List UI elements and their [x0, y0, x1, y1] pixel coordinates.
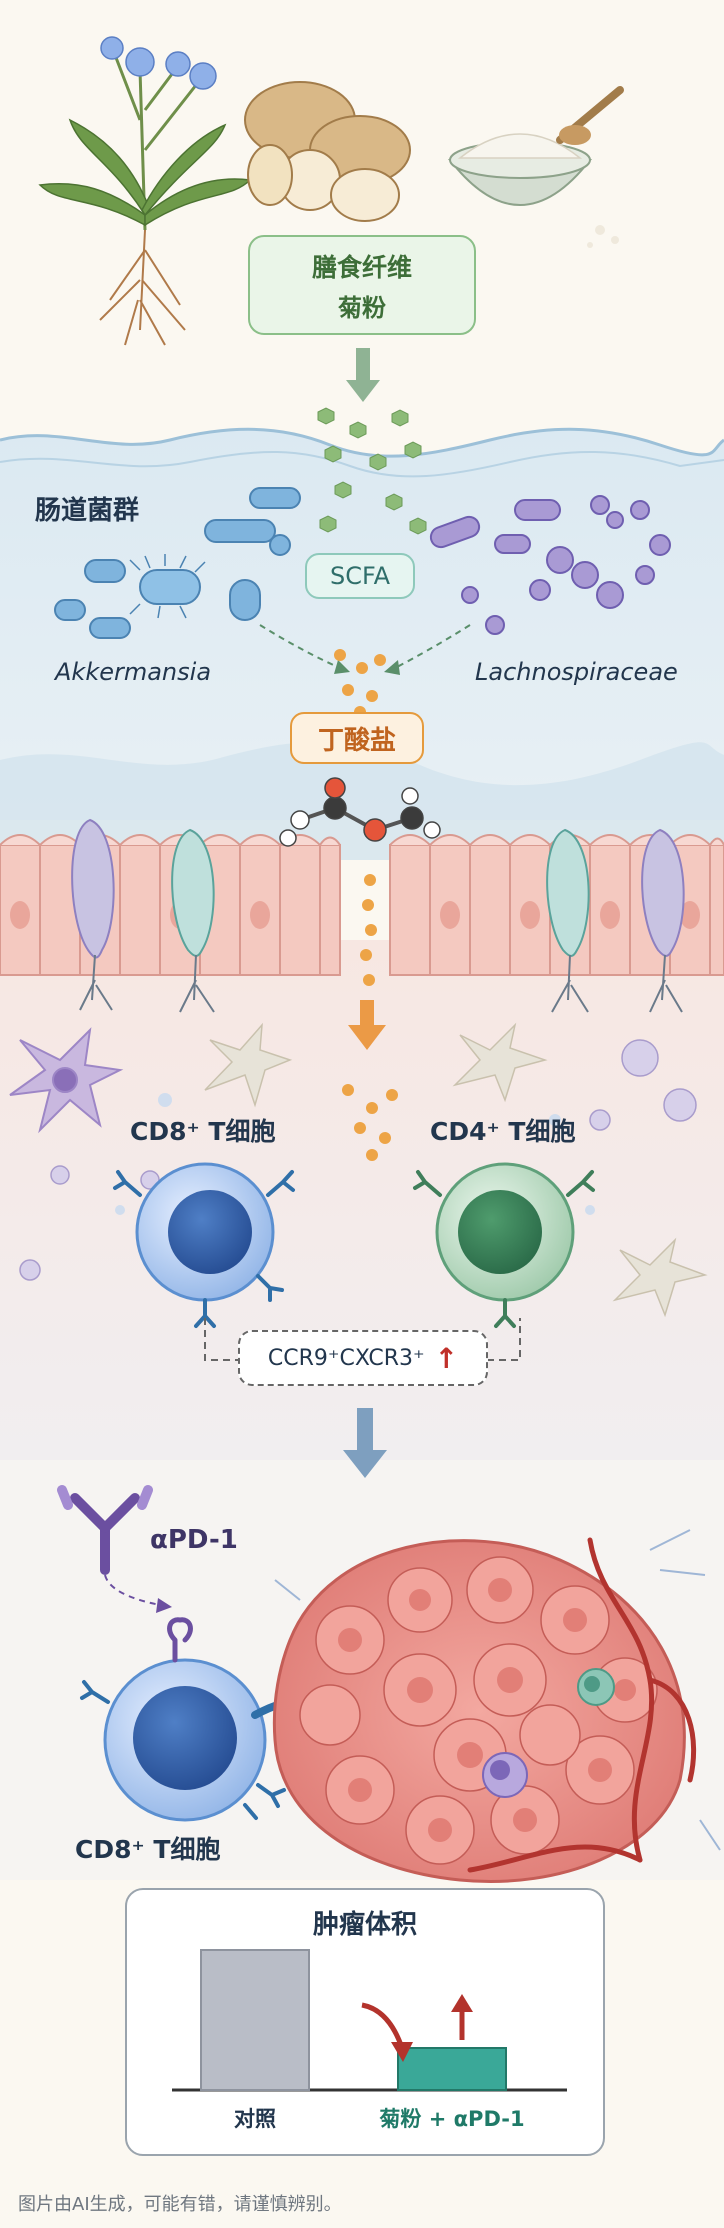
antibody-icon	[70, 1493, 140, 1575]
cd4-t-cell-icon	[413, 1162, 595, 1328]
decrease-arrow-icon	[361, 2002, 405, 2049]
down-arrow-icon	[346, 348, 380, 402]
gut-microbiota-title: 肠道菌群	[35, 496, 140, 526]
chart-bar-2	[397, 2047, 507, 2091]
butyrate-molecule-icon	[299, 790, 413, 832]
lachnospiraceae-label: Lachnospiraceae	[475, 658, 678, 686]
cd8-t-cell-icon	[113, 1162, 295, 1328]
fiber-subtitle: 菊粉	[338, 293, 386, 322]
dendritic-cell-icon	[9, 1027, 124, 1134]
decrease-arrow-head-icon	[391, 2042, 413, 2062]
ai-disclaimer: 图片由AI生成，可能有错，请谨慎辨别。	[18, 2194, 342, 2215]
chart-bar-1	[200, 1949, 310, 2091]
akkermansia-label: Akkermansia	[55, 658, 212, 686]
tumor-volume-chart: 肿瘤体积 对照 菊粉 + αPD-1	[125, 1888, 605, 2156]
chicory-plant-icon	[38, 36, 252, 346]
fiber-title: 膳食纤维	[311, 252, 412, 282]
cd8-t-cell-label: CD8⁺ T细胞	[130, 1117, 276, 1146]
fiber-label-box: 膳食纤维 菊粉	[248, 235, 476, 335]
orange-down-arrow-icon	[348, 1000, 386, 1050]
blue-down-arrow-icon	[343, 1408, 387, 1478]
akkermansia-bacteria-icon	[54, 487, 301, 639]
effector-cd8-t-cell-icon	[80, 1617, 286, 1822]
effector-cd8-label: CD8⁺ T细胞	[75, 1835, 221, 1864]
butyrate-label-box: 丁酸盐	[290, 712, 424, 764]
phenotype-label-box: CCR9⁺CXCR3⁺ ↑	[238, 1330, 488, 1386]
cd4-t-cell-label: CD4⁺ T细胞	[430, 1117, 576, 1146]
inulin-bowl-icon	[447, 86, 624, 248]
goblet-cell-icon	[71, 818, 115, 1011]
up-arrow-icon: ↑	[434, 1341, 459, 1375]
chart-title: 肿瘤体积	[312, 1910, 417, 1940]
tuber-icon	[244, 81, 411, 222]
butyrate-label: 丁酸盐	[317, 725, 396, 756]
plant-illustrations	[38, 36, 624, 346]
antibody-label: αPD-1	[150, 1525, 238, 1555]
scfa-label: SCFA	[329, 562, 390, 590]
chart-category-label-1: 对照	[234, 2107, 276, 2131]
tumor-mass-icon	[272, 1529, 721, 1883]
lachnospiraceae-bacteria-icon	[429, 495, 671, 635]
phenotype-label: CCR9⁺CXCR3⁺	[267, 1345, 425, 1371]
chart-plot: 对照 菊粉 + αPD-1	[172, 1949, 567, 2131]
up-arrow-head-icon	[451, 1994, 473, 2012]
chart-category-label-2: 菊粉 + αPD-1	[379, 2107, 524, 2131]
scfa-label-box: SCFA	[305, 553, 415, 599]
